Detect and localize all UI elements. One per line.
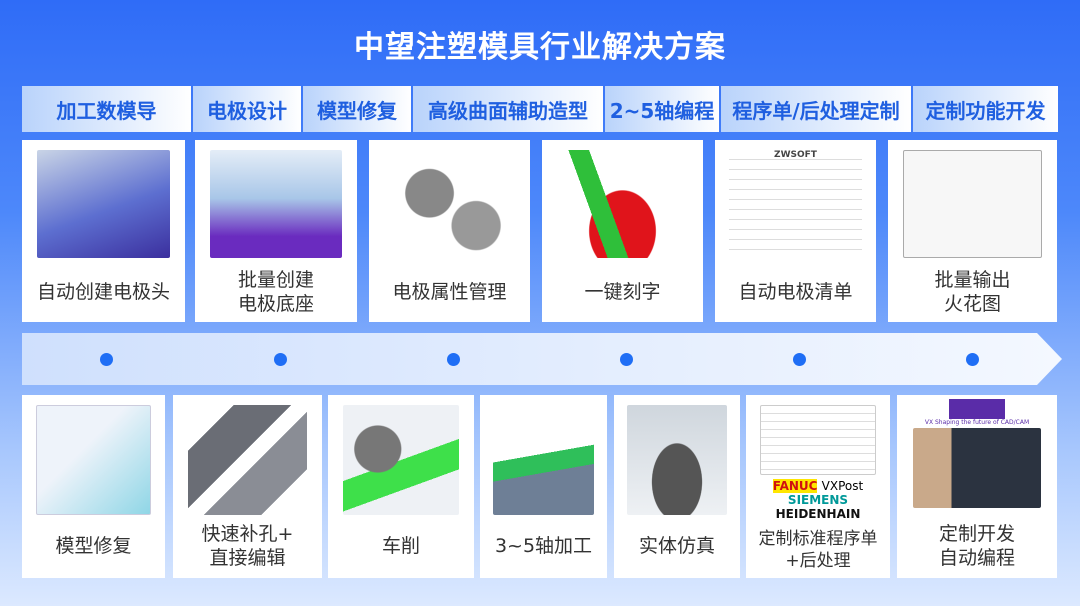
card-label: 实体仿真: [638, 535, 715, 557]
card-engrave: 一键刻字: [542, 140, 703, 322]
engrave-image: [556, 150, 689, 258]
developer-photo: [913, 428, 1041, 508]
card-spark-drawing: 批量输出火花图: [888, 140, 1057, 322]
timeline-arrow: [22, 333, 1062, 385]
zwsoft-logo: ZWSOFT: [774, 150, 817, 160]
card-label: 自动创建电极头: [36, 281, 170, 303]
card-label: 车削: [381, 535, 420, 557]
card-label: 3~5轴加工: [494, 535, 593, 557]
simulation-image: [626, 405, 728, 515]
card-label: 电极底座: [237, 293, 314, 315]
timeline-dot: [620, 353, 633, 366]
card-model-repair: 模型修复: [22, 395, 165, 578]
electrode-list-image: ZWSOFT: [729, 150, 862, 258]
tab-axis[interactable]: 2~5轴编程: [605, 86, 719, 132]
tab-surface[interactable]: 高级曲面辅助造型: [413, 86, 603, 132]
card-label: 电极属性管理: [392, 281, 507, 303]
vx-logo: [949, 399, 1005, 419]
timeline-dot: [100, 353, 113, 366]
card-turning: 车削: [328, 395, 474, 578]
card-electrode-head: 自动创建电极头: [22, 140, 185, 322]
card-label: 直接编辑: [209, 547, 286, 569]
spark-drawing-image: [903, 150, 1042, 258]
program-sheet-image: [760, 405, 876, 475]
card-simulation: 实体仿真: [614, 395, 740, 578]
card-label: 模型修复: [55, 535, 132, 557]
tab-program[interactable]: 程序单/后处理定制: [721, 86, 911, 132]
card-label: 定制开发: [938, 523, 1015, 545]
tab-repair[interactable]: 模型修复: [303, 86, 411, 132]
controller-logos: FANUC VXPost SIEMENS HEIDENHAIN: [772, 479, 864, 521]
electrode-head-image: [36, 150, 171, 258]
fanuc-logo: FANUC: [772, 479, 818, 493]
siemens-logo: SIEMENS: [787, 493, 849, 507]
timeline-dot: [966, 353, 979, 366]
timeline-dot: [447, 353, 460, 366]
card-electrode-attr: 电极属性管理: [369, 140, 530, 322]
vx-tagline: VX Shaping the future of CAD/CAM: [924, 419, 1030, 426]
page-title: 中望注塑模具行业解决方案: [354, 30, 726, 65]
card-label: 定制标准程序单: [758, 529, 878, 549]
card-label: 自动电极清单: [738, 281, 853, 303]
card-label: +后处理: [785, 551, 851, 571]
tab-electrode[interactable]: 电极设计: [193, 86, 301, 132]
heidenhain-logo: HEIDENHAIN: [775, 507, 861, 521]
card-post-process: FANUC VXPost SIEMENS HEIDENHAIN 定制标准程序单+…: [746, 395, 890, 578]
electrode-base-image: [209, 150, 343, 258]
card-multi-axis: 3~5轴加工: [480, 395, 607, 578]
card-electrode-list: ZWSOFT 自动电极清单: [715, 140, 876, 322]
card-label: 自动编程: [938, 547, 1015, 569]
tab-custom[interactable]: 定制功能开发: [913, 86, 1058, 132]
multi-axis-image: [492, 405, 595, 515]
card-label: 批量创建: [237, 269, 314, 291]
vxpost-logo: VXPost: [821, 479, 864, 493]
model-repair-image: [36, 405, 151, 515]
card-label: 批量输出: [934, 269, 1011, 291]
hole-fill-image: [187, 405, 308, 515]
turning-image: [342, 405, 460, 515]
feature-tabs: 加工数模导 电极设计 模型修复 高级曲面辅助造型 2~5轴编程 程序单/后处理定…: [22, 86, 1058, 132]
timeline-dot: [274, 353, 287, 366]
card-label: 一键刻字: [584, 281, 661, 303]
timeline-dot: [793, 353, 806, 366]
card-electrode-base: 批量创建电极底座: [195, 140, 357, 322]
card-label: 火花图: [943, 293, 1001, 315]
card-custom-dev: VX Shaping the future of CAD/CAM 定制开发自动编…: [897, 395, 1057, 578]
tab-import[interactable]: 加工数模导: [22, 86, 191, 132]
card-hole-fill: 快速补孔+直接编辑: [173, 395, 322, 578]
card-label: 快速补孔+: [201, 523, 294, 545]
electrode-attr-image: [383, 150, 516, 258]
